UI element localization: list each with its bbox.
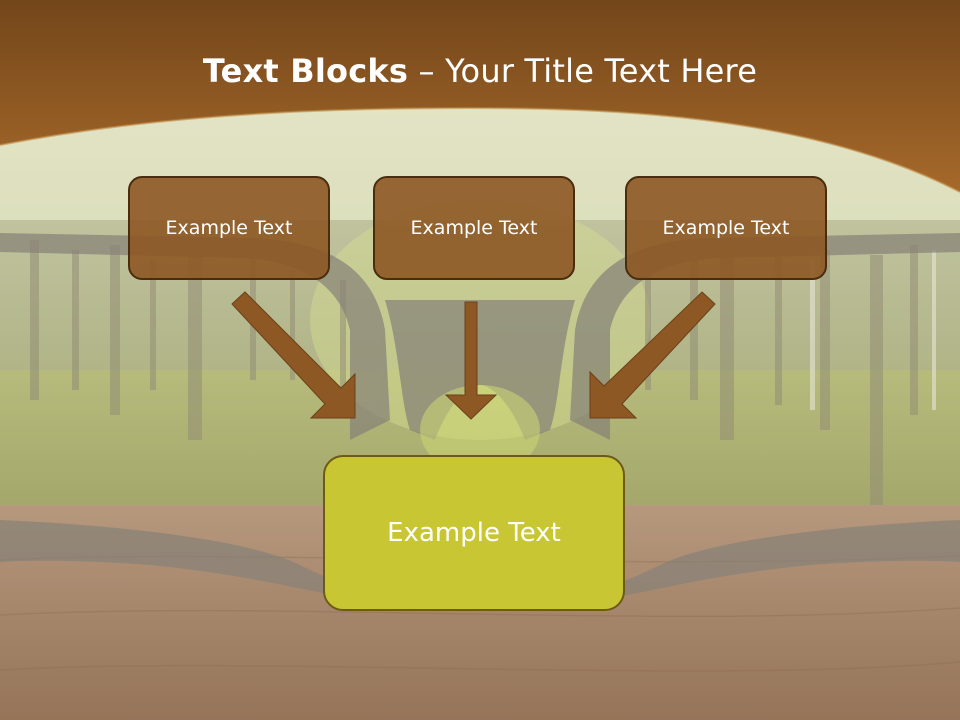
slide-title: Text Blocks – Your Title Text Here [0,52,960,90]
title-bold: Text Blocks [202,52,409,90]
text-block-3[interactable]: Example Text [625,176,827,280]
arrow-left [231,291,356,419]
text-block-1[interactable]: Example Text [128,176,330,280]
arrow-right [589,291,716,419]
target-text-block[interactable]: Example Text [323,455,625,611]
title-rest: Your Title Text Here [445,52,758,90]
arrow-center [444,301,498,420]
title-dash: – [408,52,446,90]
text-block-2[interactable]: Example Text [373,176,575,280]
